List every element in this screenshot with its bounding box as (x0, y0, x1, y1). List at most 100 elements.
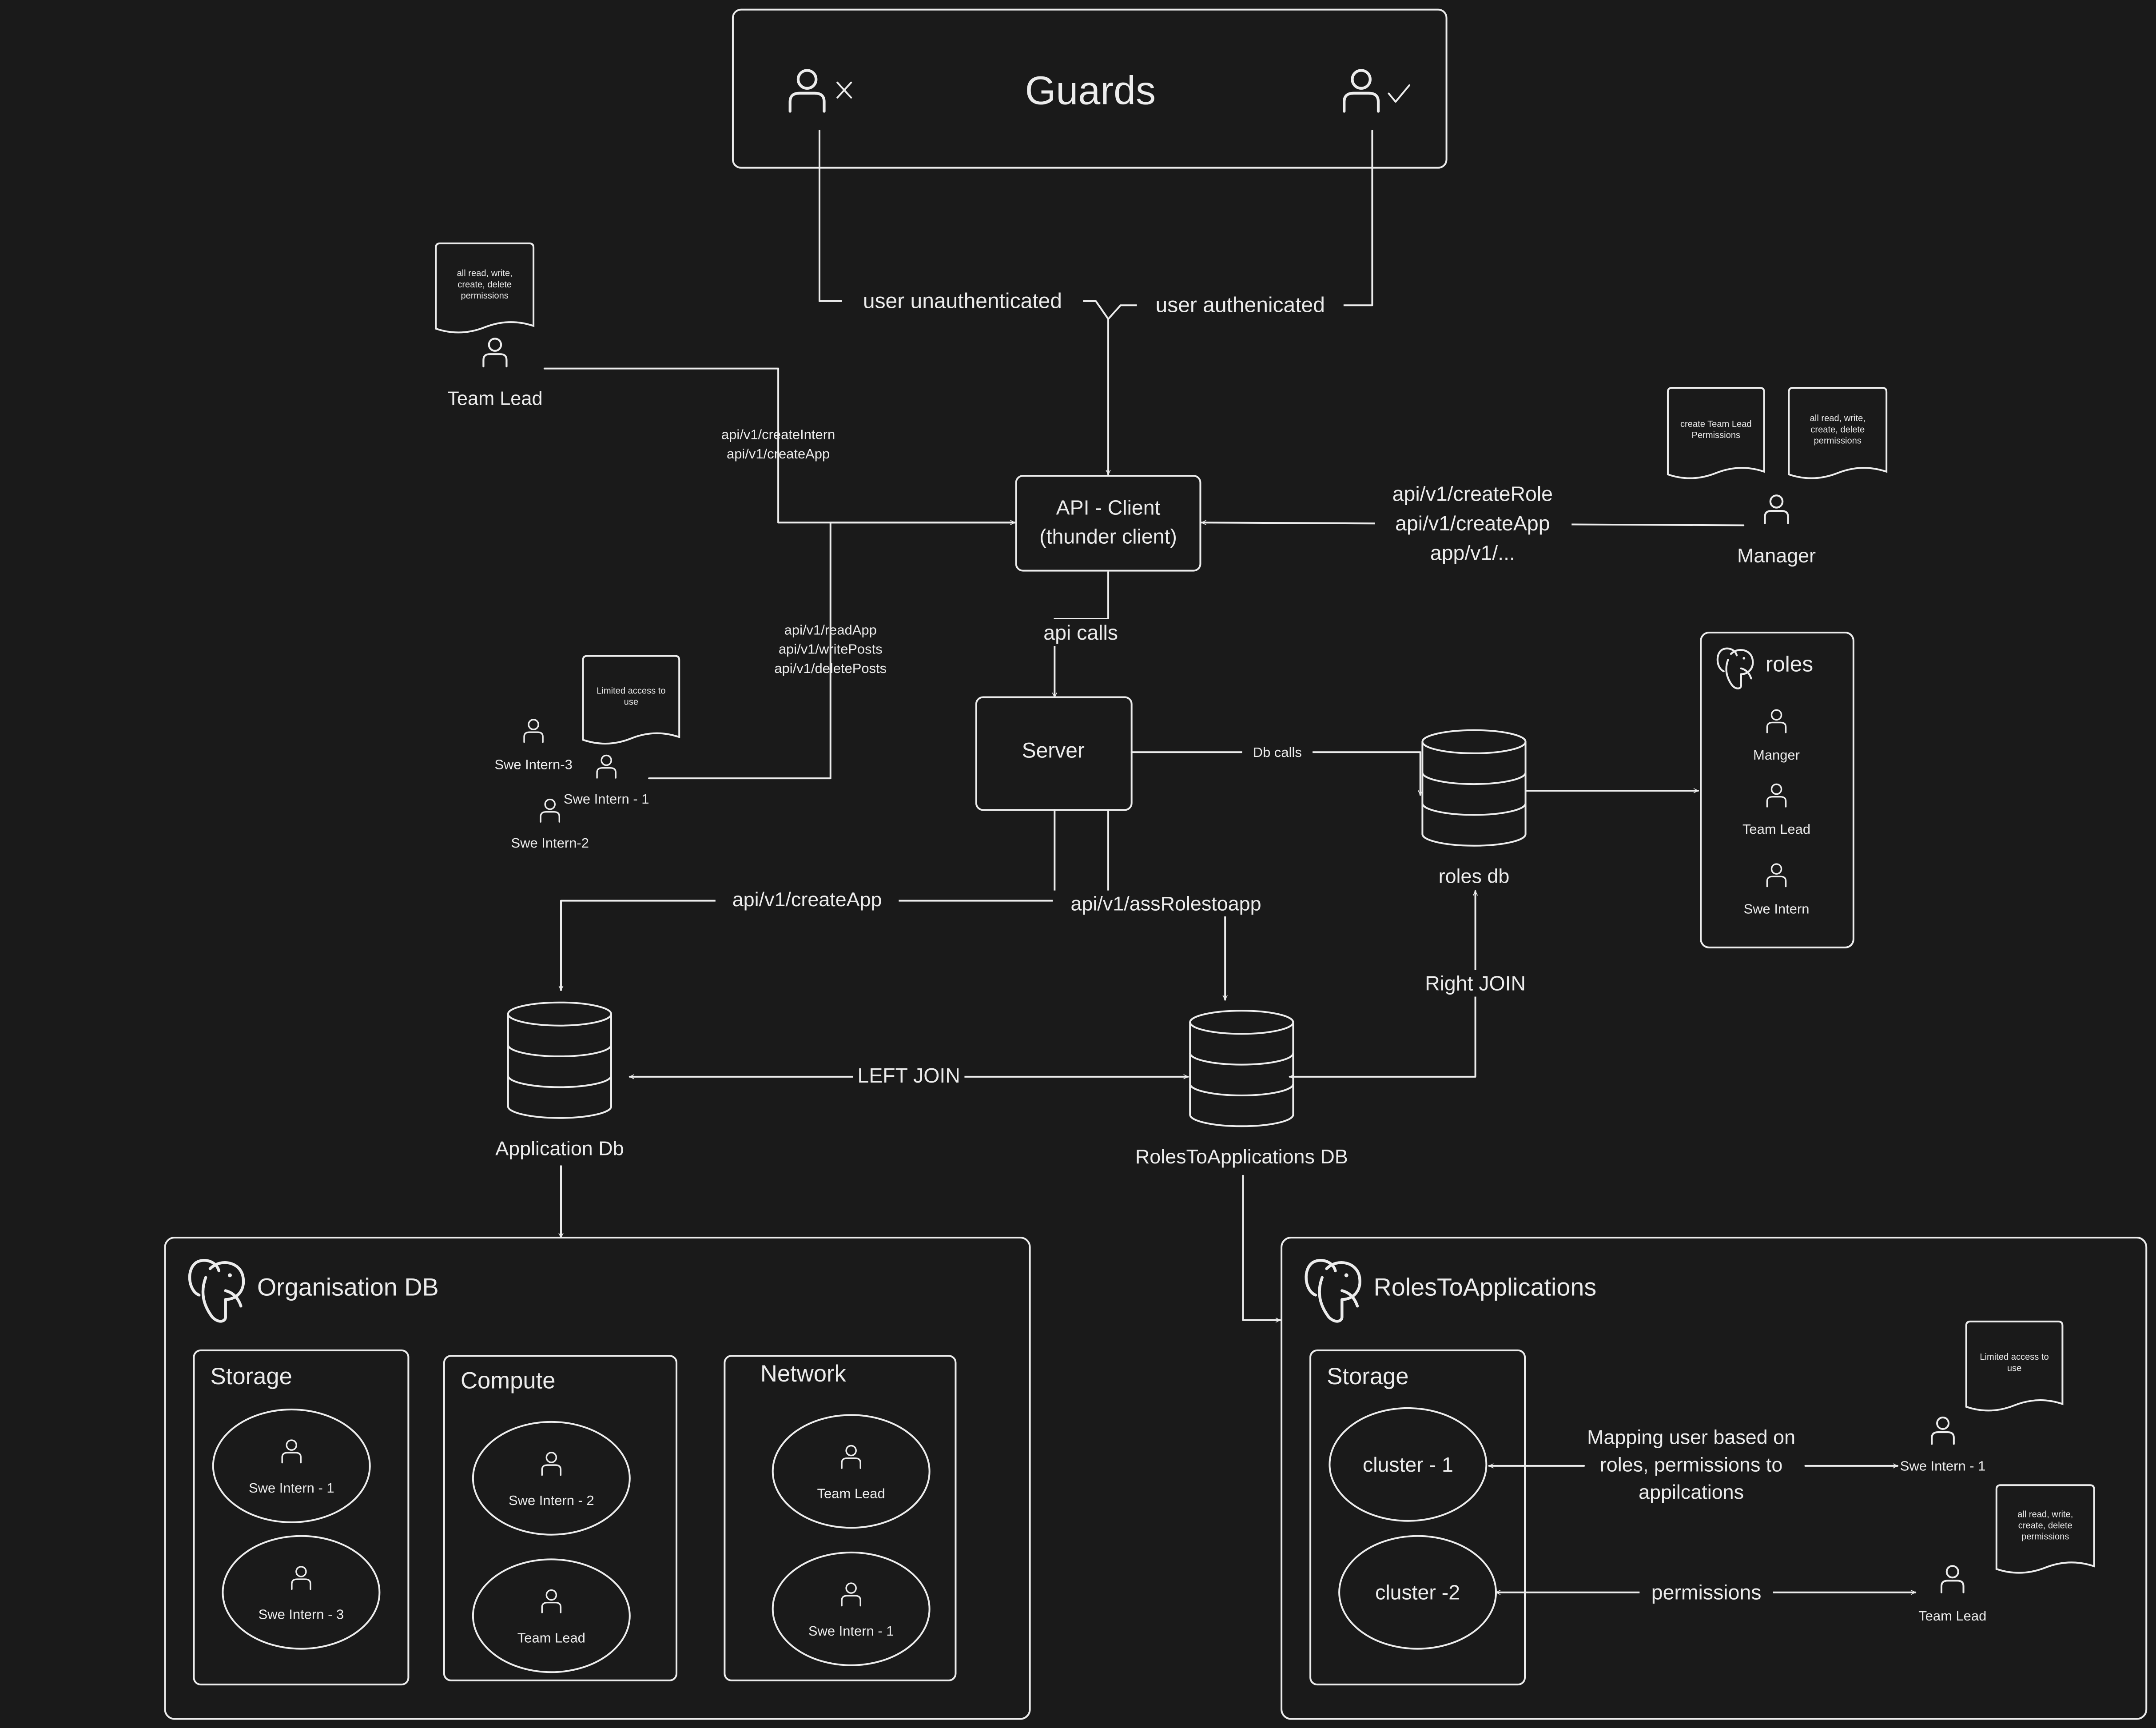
member-label: Team Lead (517, 1630, 585, 1645)
member-icon (541, 1589, 562, 1613)
connectors (543, 130, 1917, 1593)
create-app-label: api/v1/createApp (732, 888, 882, 911)
org-section-storage-box (193, 1349, 410, 1686)
unauthenticated-label-bg (842, 287, 1083, 315)
right-join-label-bg (1414, 970, 1537, 997)
member-label: Team Lead (817, 1485, 885, 1501)
manager-endpoints-bg (1375, 478, 1572, 564)
interns-note-text: Limited access to (597, 686, 665, 696)
role-member-icon (1766, 783, 1787, 808)
api-client-box: API - Client (thunder client) (1015, 475, 1201, 572)
role-member-label: Manger (1753, 747, 1800, 763)
cluster-1-label: cluster - 1 (1363, 1453, 1453, 1476)
swe-intern-2-label: Swe Intern-2 (511, 835, 589, 851)
auth-flow-line (1107, 130, 1373, 320)
left-join-label-bg (853, 1062, 965, 1089)
rta-intern-label: Swe Intern - 1 (1900, 1458, 1986, 1473)
rtadb-to-rta-line (1242, 1175, 1281, 1320)
rta-lead-note: all read, write,create, deletepermission… (1995, 1484, 2095, 1574)
swe-intern-3-label: Swe Intern-3 (494, 757, 572, 772)
org-section-compute-box (443, 1355, 678, 1681)
manager-endpoint: api/v1/createApp (1395, 512, 1550, 535)
mapping-label: appilcations (1639, 1481, 1744, 1503)
interns-note-text: use (624, 697, 638, 707)
roles-db-label: roles db (1439, 864, 1510, 887)
cluster-2-ellipse (1338, 1535, 1497, 1650)
db-calls-label: Db calls (1253, 745, 1302, 760)
member-ellipse (772, 1414, 931, 1529)
team-lead-note-text: all read, write, (457, 269, 513, 279)
role-member-label: Team Lead (1742, 821, 1810, 837)
organisation-db-title: Organisation DB (257, 1273, 439, 1301)
manager-note-b-text: create, delete (1810, 425, 1865, 434)
unauthenticated-user-icon (788, 69, 826, 113)
cross-icon (836, 81, 852, 99)
db-calls-line (1130, 751, 1420, 796)
cluster-1-ellipse (1329, 1407, 1488, 1522)
swe-intern-1-label: Swe Intern - 1 (564, 791, 649, 807)
roles-to-applications-box (1281, 1237, 2148, 1720)
api-calls-line (1054, 571, 1110, 698)
api-calls-label: api calls (1043, 621, 1118, 644)
guards-title: Guards (1025, 68, 1156, 113)
rta-intern-note-text: use (2007, 1363, 2021, 1373)
api-client-title: API - Client (1056, 496, 1161, 519)
db-calls-label-bg (1242, 743, 1313, 761)
role-member-icon (1766, 709, 1787, 733)
team-lead-note-text: permissions (461, 291, 509, 301)
api-client-subtitle: (thunder client) (1039, 525, 1177, 548)
mapping-label: roles, permissions to (1600, 1453, 1783, 1476)
member-label: Swe Intern - 1 (249, 1480, 334, 1496)
postgres-icon (188, 1259, 245, 1323)
roles-panel-box (1700, 631, 1854, 948)
roles-panel-title: roles (1766, 652, 1813, 677)
manager-note-a-text: create Team Lead (1680, 419, 1752, 429)
team-lead-endpoint: api/v1/createIntern (721, 427, 835, 442)
authenticated-label-bg (1137, 291, 1344, 319)
right-join-line (1289, 890, 1476, 1077)
team-lead-note: all read, write,create, deletepermission… (435, 242, 535, 334)
rta-storage-title: Storage (1327, 1363, 1408, 1390)
rta-lead-label: Team Lead (1918, 1608, 1986, 1624)
rta-intern-icon (1931, 1416, 1955, 1445)
role-member-label: Swe Intern (1744, 901, 1810, 917)
api-client-outline (1015, 475, 1201, 572)
authenticated-label: user authenicated (1156, 294, 1325, 317)
rta-intern-note-text: Limited access to (1980, 1352, 2049, 1362)
manager-endpoints: api/v1/createRoleapi/v1/createAppapp/v1/… (1375, 478, 1572, 564)
swe-intern-3-icon (523, 719, 544, 743)
intern-endpoint: api/v1/deletePosts (774, 661, 887, 676)
member-label: Swe Intern - 3 (259, 1607, 344, 1622)
team-lead-icon (482, 338, 508, 367)
member-ellipse (772, 1551, 931, 1666)
check-icon (1388, 84, 1410, 103)
member-ellipse (472, 1421, 631, 1536)
permissions-label: permissions (1651, 1581, 1762, 1604)
org-section-network-title: Network (760, 1361, 847, 1387)
org-section-storage-title: Storage (211, 1363, 292, 1390)
team-lead-endpoint: api/v1/createApp (727, 446, 830, 462)
manager-endpoint: api/v1/createRole (1392, 482, 1553, 505)
manager-note-b: all read, write,create, deletepermission… (1788, 386, 1888, 479)
org-section-compute-title: Compute (461, 1367, 555, 1394)
rta-lead-note-text: create, delete (2018, 1521, 2072, 1531)
mapping-label: Mapping user based on (1587, 1425, 1795, 1448)
manager-icon (1764, 494, 1789, 524)
rta-storage-section: Storage cluster - 1 cluster -2 (1309, 1349, 1526, 1686)
cluster-2-label: cluster -2 (1375, 1581, 1460, 1604)
rta-lead-icon (1940, 1565, 1965, 1593)
organisation-db-box (164, 1237, 1031, 1720)
roles-to-applications-db-icon (1189, 1010, 1294, 1127)
rta-lead-note-text: permissions (2021, 1532, 2069, 1542)
swe-intern-1-icon (596, 754, 617, 779)
unauth-flow-line (818, 130, 1108, 475)
manager-note-b-text: permissions (1814, 436, 1862, 446)
